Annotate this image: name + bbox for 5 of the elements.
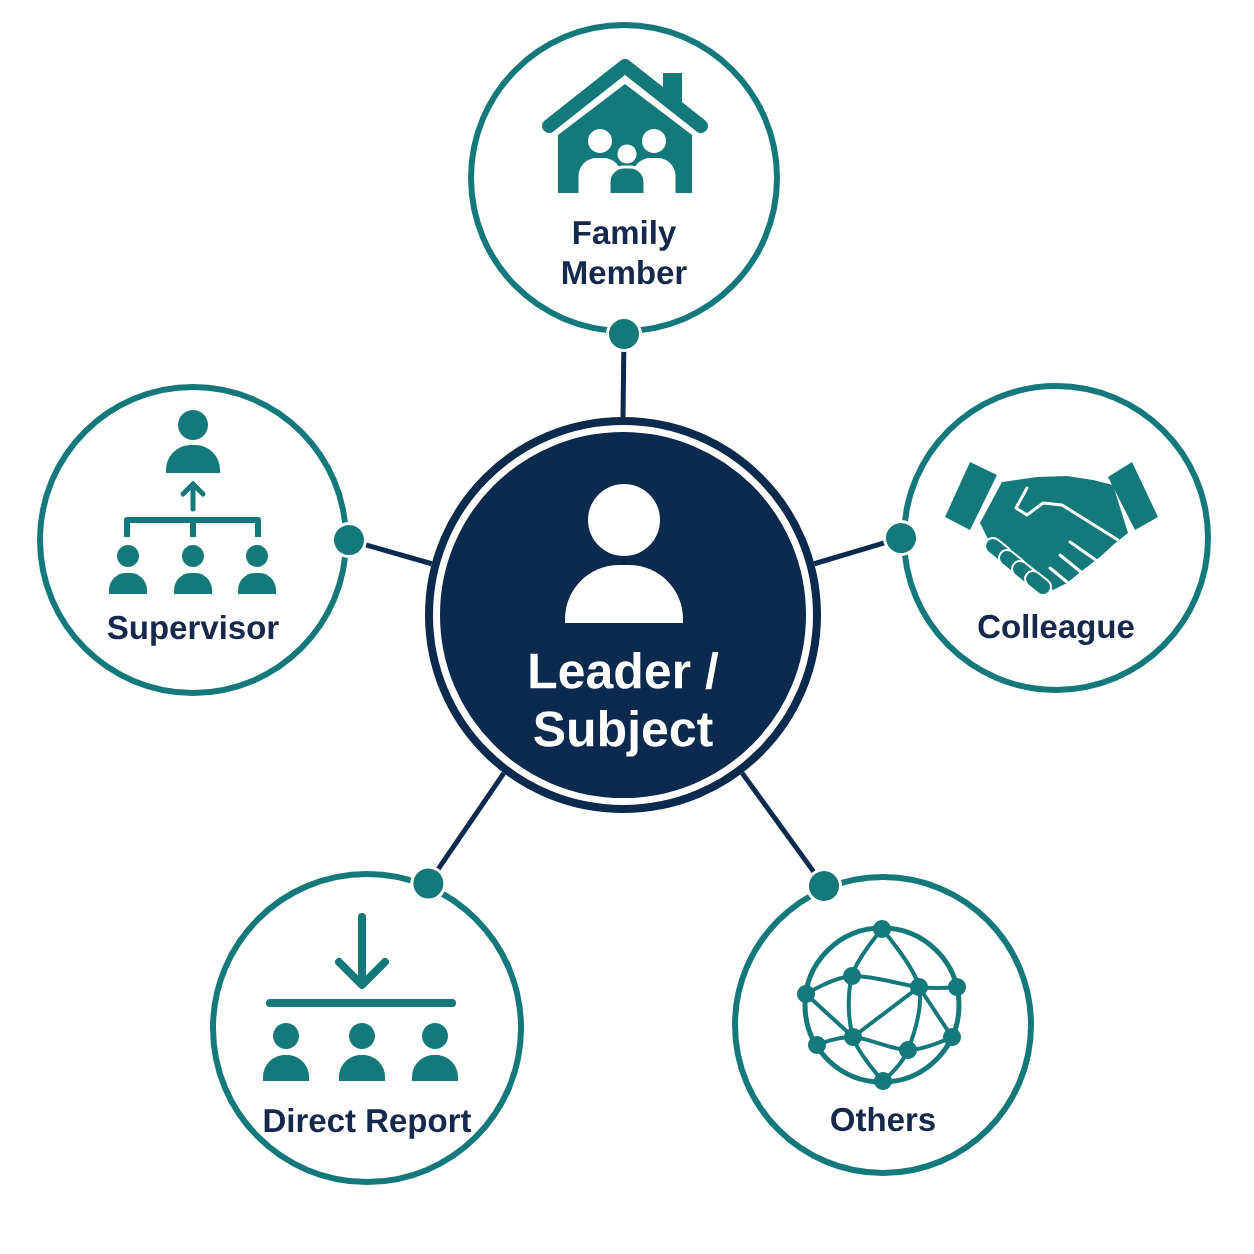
connector-line <box>410 771 506 902</box>
connector-line <box>740 771 842 904</box>
connector-line <box>813 520 919 567</box>
connector-line <box>606 316 642 418</box>
connector-line <box>331 522 433 567</box>
